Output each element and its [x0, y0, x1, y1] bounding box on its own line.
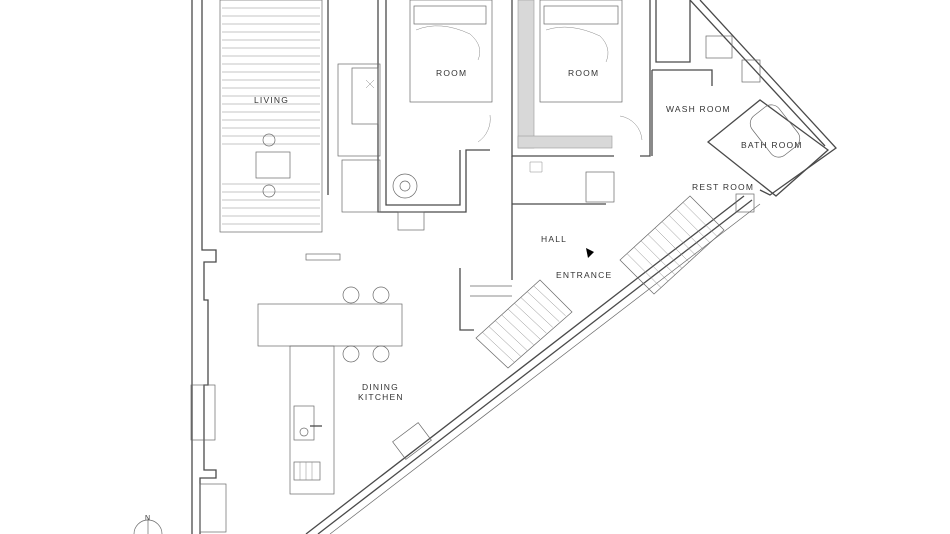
outer-walls: [190, 0, 837, 534]
hall-entrance: HALL ENTRANCE: [459, 156, 615, 331]
stair-tread: [626, 253, 662, 288]
room-label-hall: HALL: [541, 234, 567, 244]
room-label-entrance: ENTRANCE: [556, 270, 612, 280]
stair-tread: [654, 227, 690, 263]
room-label-wash-room: WASH ROOM: [666, 104, 731, 114]
room-label-room-right: ROOM: [568, 68, 599, 78]
room-label-kitchen: KITCHEN: [358, 392, 404, 402]
north-label: N: [145, 515, 151, 522]
stair-tread: [514, 303, 547, 334]
room-label-bath-room: BATH ROOM: [741, 140, 803, 150]
stair-tread: [675, 208, 711, 243]
room-label-dining: DINING: [362, 382, 399, 392]
stair-tread: [495, 320, 528, 351]
stair-tread: [661, 221, 697, 256]
living-area: LIVING: [219, 0, 341, 261]
living-floor-boards: [222, 7, 320, 225]
stair-tread: [520, 297, 553, 328]
stair-tread: [507, 308, 541, 340]
stair-tread: [527, 291, 560, 322]
dining-kitchen: DINING KITCHEN: [199, 286, 404, 533]
stair-tread: [647, 234, 683, 269]
bedroom-left: ROOM: [337, 0, 493, 231]
stair-tread: [633, 247, 669, 282]
stair-tread: [682, 202, 718, 237]
stair-steps-lower: [482, 285, 566, 363]
stair-tread: [501, 314, 534, 345]
bedroom-right: ROOM: [511, 0, 651, 157]
stair-tread: [488, 326, 521, 357]
north-arrow: N: [133, 515, 163, 534]
wet-areas: WASH ROOM BATH ROOM REST ROOM: [651, 0, 830, 213]
stairs: [475, 195, 725, 369]
stair-tread: [640, 240, 676, 275]
room-label-room-left: ROOM: [436, 68, 467, 78]
room-label-rest-room: REST ROOM: [692, 182, 754, 192]
stair-steps-upper: [626, 202, 718, 288]
stair-tread: [482, 332, 515, 363]
room-label-living: LIVING: [254, 95, 289, 105]
stair-tread: [668, 215, 704, 250]
stair-tread: [533, 285, 566, 316]
